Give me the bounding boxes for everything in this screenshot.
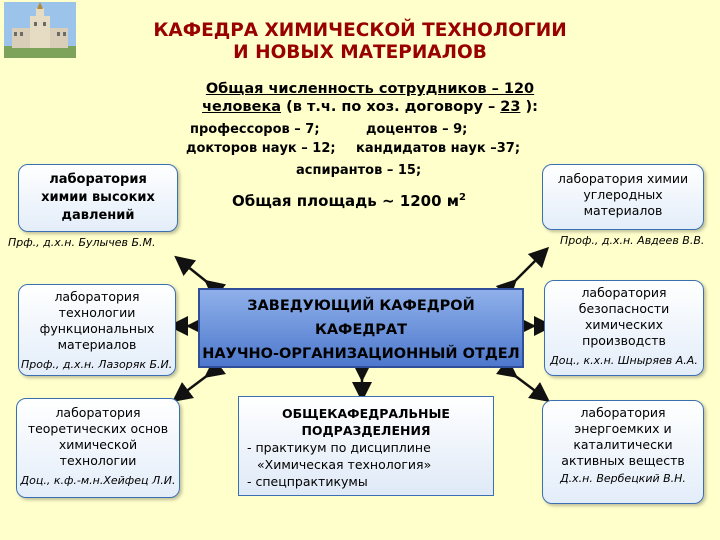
lab-high-pressure-name: лаборатория химии высоких давлений [41, 172, 155, 223]
staff-summary: Общая численность сотрудников – 120 чело… [170, 80, 570, 116]
general-item-2: «Химическая технология» [257, 457, 432, 472]
central-line-1: ЗАВЕДУЮЩИЙ КАФЕДРОЙ [247, 298, 475, 314]
general-title-1: ОБЩЕКАФЕДРАЛЬНЫЕ [282, 406, 450, 421]
lab-energy-name: лаборатория энергоемких и каталитически … [561, 405, 685, 468]
total-area: Общая площадь ~ 1200 м2 [232, 192, 466, 210]
lab-high-pressure-head: Прф., д.х.н. Булычев Б.М. [8, 236, 156, 249]
staff-contract-end: ): [520, 99, 538, 115]
lab-functional: лаборатория технологии функциональных ма… [18, 284, 176, 376]
university-building-icon [4, 2, 76, 58]
central-administration: ЗАВЕДУЮЩИЙ КАФЕДРОЙ КАФЕДРАТ НАУЧНО-ОРГА… [198, 288, 524, 368]
lab-safety-name: лаборатория безопасности химических прои… [578, 285, 670, 348]
staff-contract: человека (в т.ч. по хоз. договору – 23 )… [170, 98, 570, 116]
lab-theory-head: Доц., к.ф.-м.н.Хейфец Л.И. [20, 474, 176, 487]
central-line-3: НАУЧНО-ОРГАНИЗАЦИОННЫЙ ОТДЕЛ [202, 346, 520, 362]
arrow-to-energy [496, 358, 550, 402]
lab-energy: лаборатория энергоемких и каталитически … [542, 400, 704, 504]
arrow-to-theory [172, 358, 226, 402]
staff-persons: человека [202, 99, 282, 115]
general-title-2: ПОДРАЗДЕЛЕНИЯ [301, 423, 431, 438]
lab-carbon-head: Проф., д.х.н. Авдеев В.В. [560, 234, 705, 247]
staff-contract-count: 23 [500, 99, 521, 115]
lab-theory: лаборатория теоретических основ химическ… [16, 398, 180, 498]
lab-high-pressure: лаборатория химии высоких давлений [18, 164, 178, 232]
lab-functional-head: Проф., д.х.н. Лазоряк Б.И. [21, 358, 173, 371]
doctors-count: докторов наук – 12; [186, 141, 336, 156]
postgrads-count: аспирантов – 15; [296, 163, 422, 178]
staff-total: Общая численность сотрудников – 120 [205, 81, 535, 97]
arrow-to-carbon [495, 246, 550, 301]
lab-theory-name: лаборатория теоретических основ химическ… [27, 405, 169, 468]
title-line-2: И НОВЫХ МАТЕРИАЛОВ [233, 42, 487, 63]
page-title: КАФЕДРА ХИМИЧЕСКОЙ ТЕХНОЛОГИИ И НОВЫХ МА… [120, 20, 600, 64]
arrow-to-high-pressure [174, 255, 227, 301]
lab-safety: лаборатория безопасности химических прои… [544, 280, 704, 376]
general-item-1: - практикум по дисциплине [247, 440, 431, 455]
area-label: Общая площадь ~ 1200 м [232, 192, 459, 210]
title-line-1: КАФЕДРА ХИМИЧЕСКОЙ ТЕХНОЛОГИИ [153, 20, 567, 41]
lab-carbon-name: лаборатория химии углеродных материалов [557, 171, 689, 218]
general-divisions: ОБЩЕКАФЕДРАЛЬНЫЕ ПОДРАЗДЕЛЕНИЯ - практик… [238, 396, 494, 496]
university-logo [4, 2, 76, 58]
lab-functional-name: лаборатория технологии функциональных ма… [39, 289, 155, 352]
general-item-3: - спецпрактикумы [247, 474, 368, 489]
candidates-count: кандидатов наук –37; [356, 141, 521, 156]
staff-contract-label: (в т.ч. по хоз. договору – [281, 99, 501, 115]
docents-count: доцентов – 9; [366, 122, 468, 137]
area-unit-sup: 2 [459, 192, 466, 203]
lab-energy-head: Д.х.н. Вербецкий В.Н. [560, 472, 686, 485]
central-line-2: КАФЕДРАТ [314, 322, 407, 338]
lab-carbon: лаборатория химии углеродных материалов [542, 164, 704, 230]
lab-safety-head: Доц., к.х.н. Шныряев А.А. [550, 354, 698, 367]
professors-count: профессоров – 7; [190, 122, 320, 137]
